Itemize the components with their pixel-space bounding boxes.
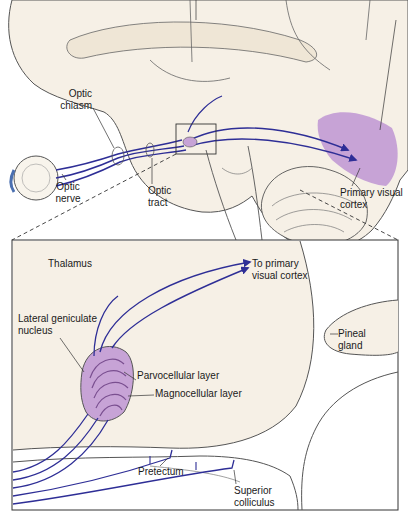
structure-label: Pineal gland [338,328,382,351]
structure-label: Magnocellular layer [155,388,275,400]
structure-label: Optic tract [148,185,192,208]
structure-label: Optic nerve [46,181,90,204]
structure-label: Lateral geniculate nucleus [18,313,108,336]
structure-label: Pretectum [138,466,218,478]
structure-label: Thalamus [48,258,128,270]
structure-label: To primary visual cortex [252,258,327,281]
structure-label: Primary visual cortex [340,187,408,210]
structure-label: Optic chiasm [46,88,92,111]
structure-label: Superior colliculus [234,485,294,508]
structure-label: Parvocellular layer [137,370,257,382]
